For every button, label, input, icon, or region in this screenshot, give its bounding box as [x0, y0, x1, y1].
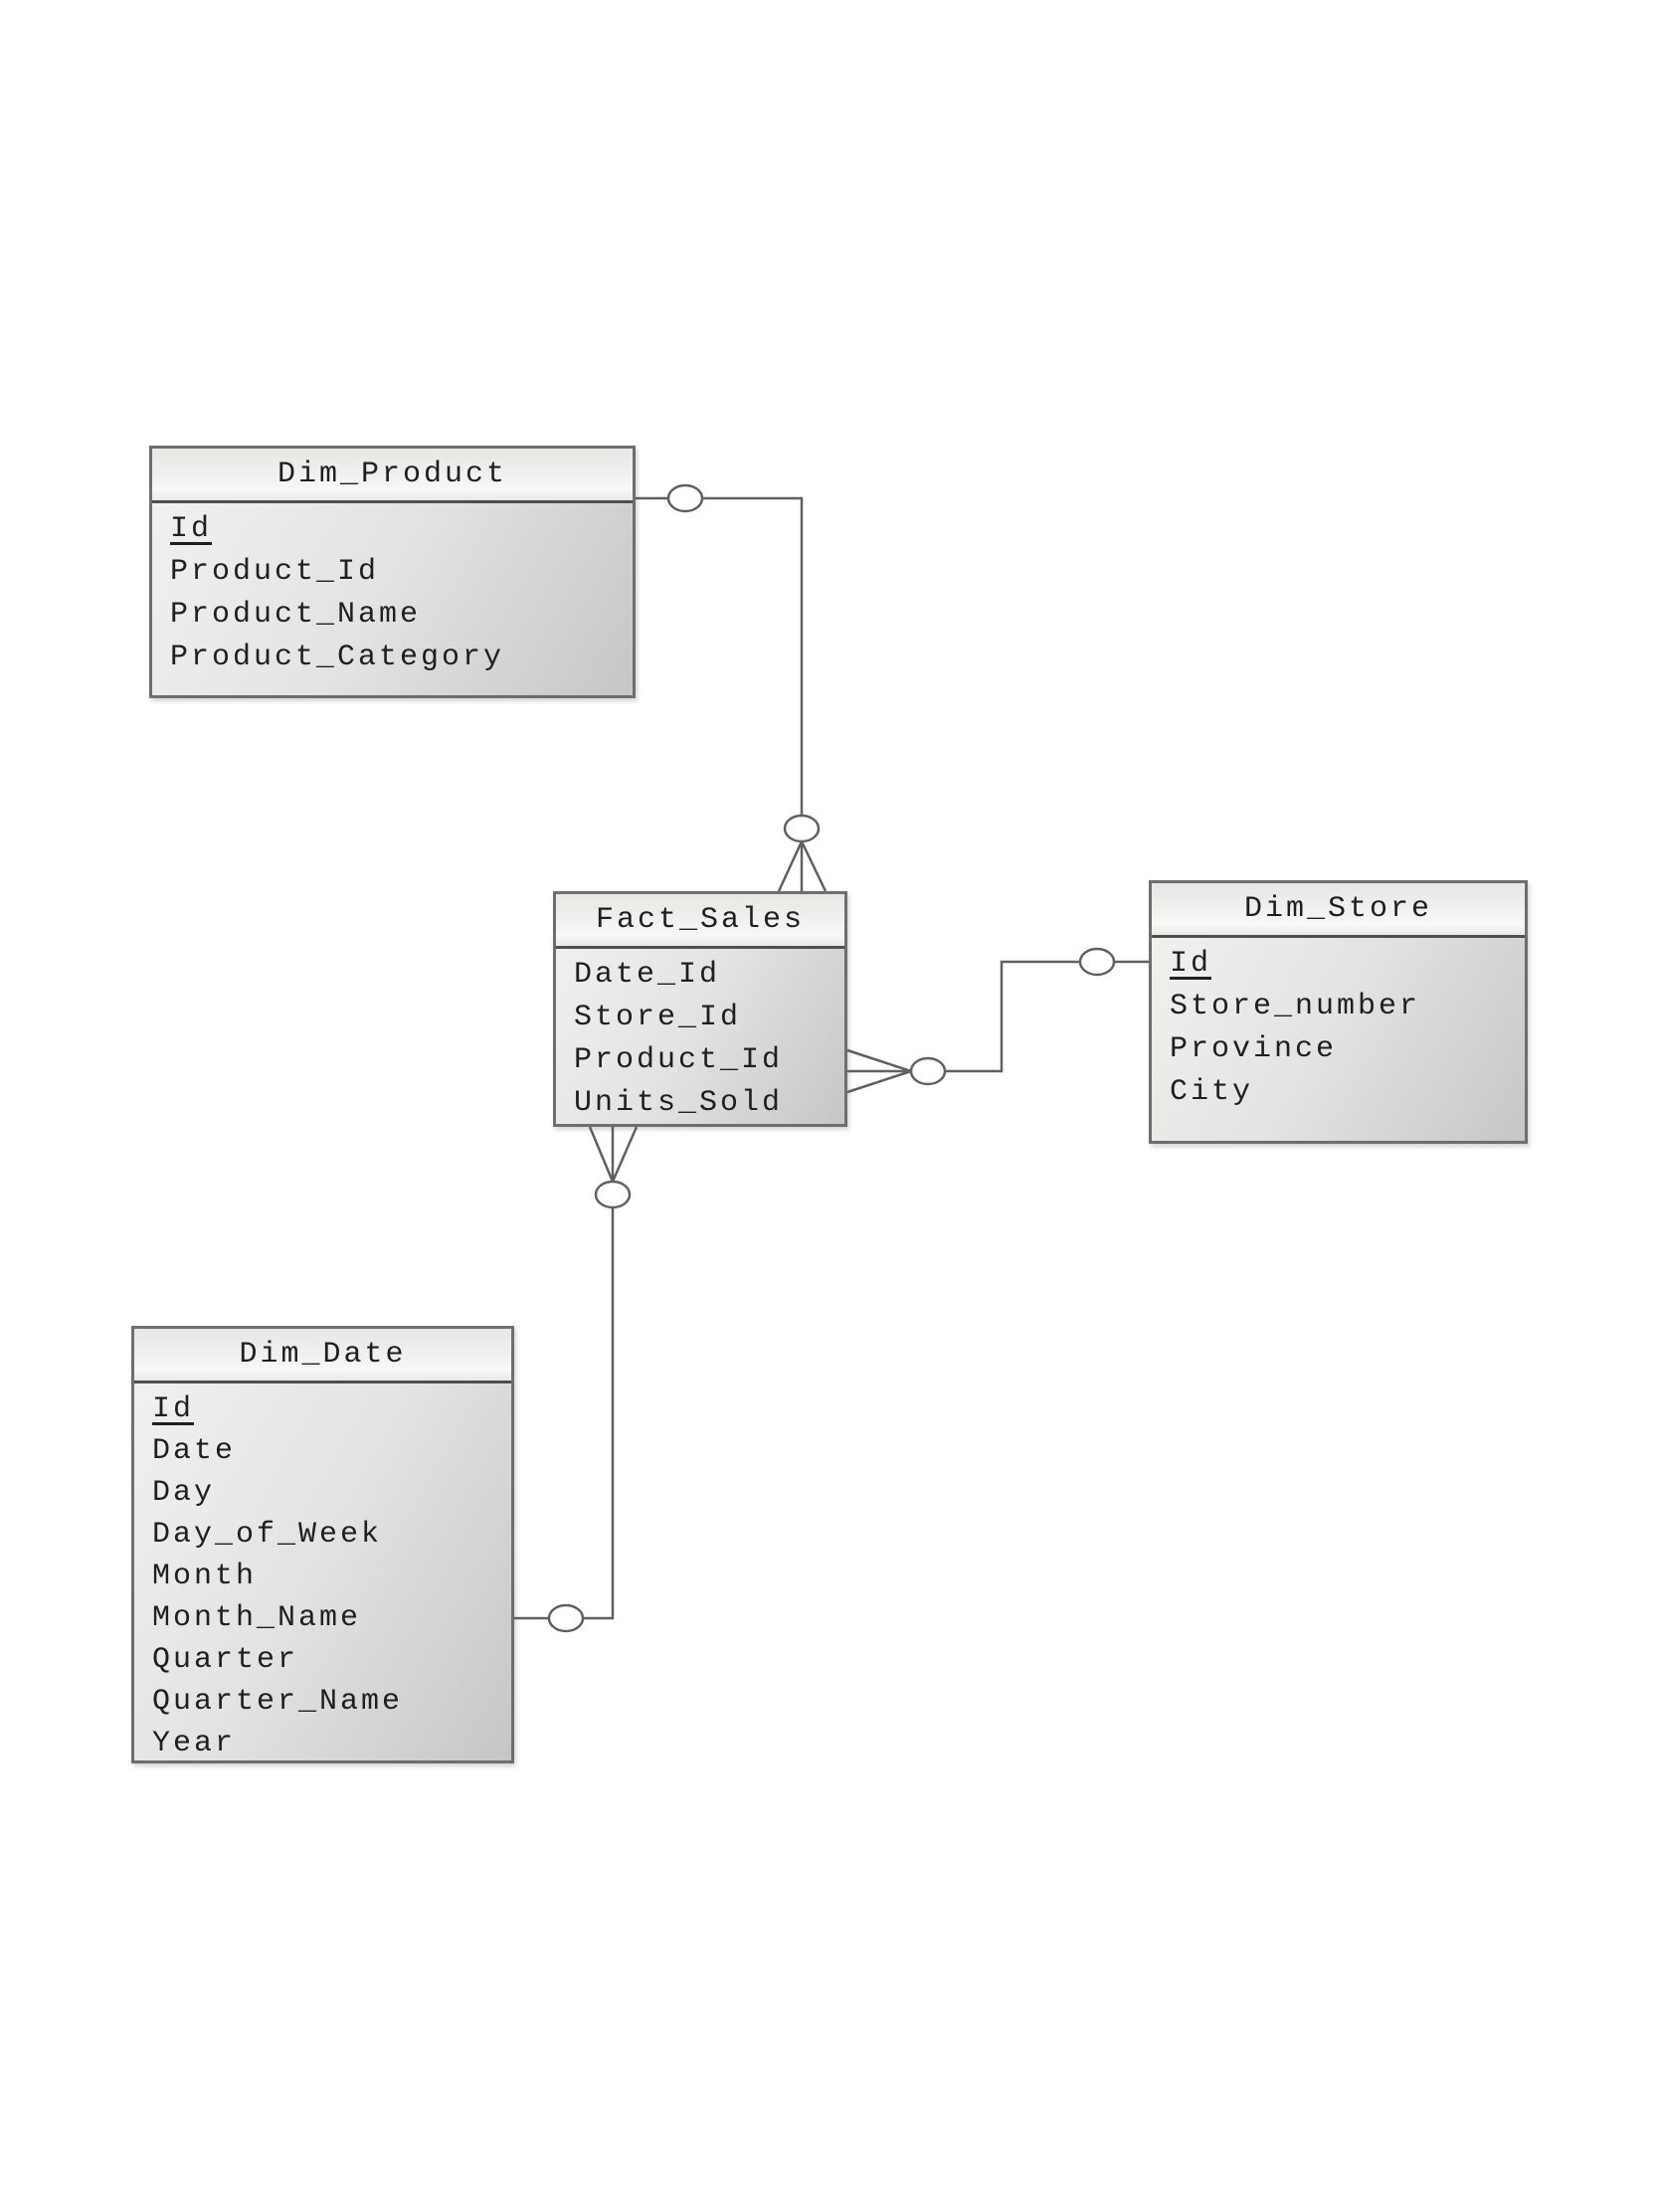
- cardinality-zero-circle: [1078, 947, 1116, 977]
- cardinality-zero-circle: [909, 1056, 947, 1086]
- entity-field-list: Id Date Day Day_of_Week Month Month_Name…: [134, 1383, 511, 1764]
- field-row: City: [1170, 1075, 1254, 1109]
- field-row: Date_Id: [574, 958, 721, 992]
- crow-foot-many: [777, 840, 828, 892]
- field-row-pk: Id: [152, 1392, 195, 1426]
- entity-title: Fact_Sales: [556, 894, 844, 949]
- cardinality-zero-circle: [594, 1180, 632, 1209]
- field-row: Product_Category: [170, 641, 505, 674]
- field-row: Province: [1170, 1032, 1338, 1066]
- field-row: Units_Sold: [574, 1086, 784, 1120]
- field-row-pk: Id: [1170, 947, 1212, 981]
- field-row: Month: [152, 1560, 258, 1593]
- field-row: Day: [152, 1476, 216, 1510]
- connector-segment: [583, 1207, 615, 1620]
- field-row: Date: [152, 1434, 237, 1468]
- connector-segment: [702, 496, 804, 816]
- entity-field-list: Id Product_Id Product_Name Product_Categ…: [152, 503, 633, 679]
- connector-segment: [945, 960, 1080, 1073]
- crow-foot-many: [846, 1048, 912, 1094]
- field-row: Store_number: [1170, 990, 1421, 1023]
- relationship-product-sales[interactable]: [636, 483, 828, 892]
- entity-dim-store[interactable]: Dim_Store Id Store_number Province City: [1149, 880, 1528, 1144]
- field-row: Day_of_Week: [152, 1518, 383, 1552]
- cardinality-zero-circle: [666, 483, 704, 513]
- entity-title: Dim_Date: [134, 1329, 511, 1383]
- field-row: Quarter_Name: [152, 1685, 404, 1719]
- field-row: Product_Name: [170, 598, 422, 632]
- field-row: Product_Id: [574, 1043, 784, 1077]
- field-row: Year: [152, 1727, 237, 1760]
- entity-dim-date[interactable]: Dim_Date Id Date Day Day_of_Week Month M…: [131, 1326, 514, 1763]
- relationship-sales-date[interactable]: [514, 1126, 639, 1633]
- field-row-pk: Id: [170, 512, 213, 546]
- entity-dim-product[interactable]: Dim_Product Id Product_Id Product_Name P…: [149, 446, 636, 698]
- crow-foot-many: [588, 1126, 639, 1183]
- entity-fact-sales[interactable]: Fact_Sales Date_Id Store_Id Product_Id U…: [553, 891, 847, 1127]
- field-row: Product_Id: [170, 555, 380, 589]
- field-row: Month_Name: [152, 1601, 362, 1635]
- cardinality-zero-circle: [547, 1603, 585, 1633]
- relationship-sales-store[interactable]: [846, 947, 1149, 1094]
- entity-field-list: Date_Id Store_Id Product_Id Units_Sold: [556, 949, 844, 1125]
- field-row: Store_Id: [574, 1001, 742, 1034]
- cardinality-zero-circle: [783, 814, 821, 843]
- entity-title: Dim_Store: [1152, 883, 1525, 938]
- field-row: Quarter: [152, 1643, 299, 1677]
- entity-title: Dim_Product: [152, 449, 633, 503]
- entity-field-list: Id Store_number Province City: [1152, 938, 1525, 1114]
